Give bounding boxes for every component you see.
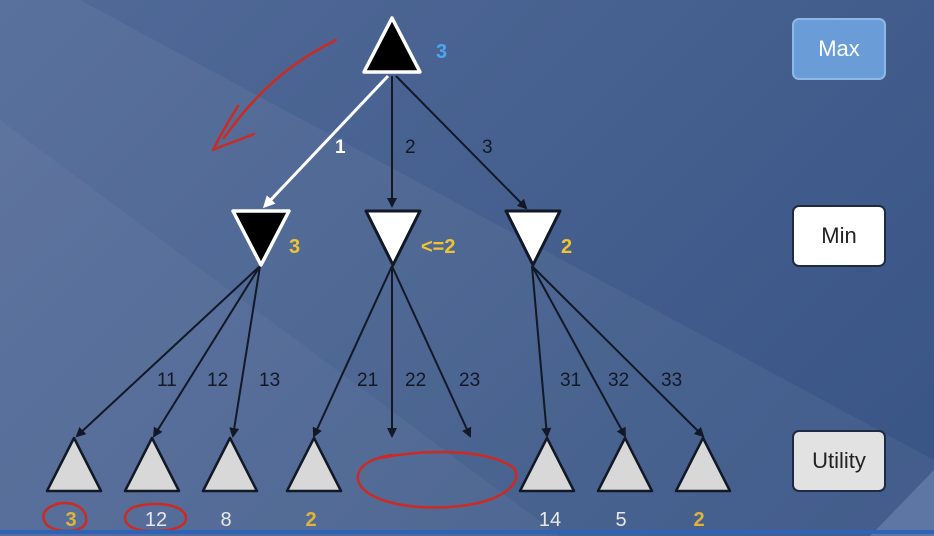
leaf-value-5: 14 <box>539 509 561 531</box>
edge-root-min3 <box>395 75 528 210</box>
leaf-node-4 <box>285 436 343 493</box>
bottom-border <box>0 530 934 534</box>
annotation-empty-circle <box>356 450 518 509</box>
leaf-node-5 <box>518 436 576 493</box>
annotation-arrow-head <box>211 104 256 152</box>
edge-label-32: 32 <box>608 370 629 391</box>
edge-label-1: 1 <box>335 137 346 158</box>
edge-32 <box>531 265 626 438</box>
leaf-node-7 <box>674 436 732 493</box>
min-node-2-value: <=2 <box>421 236 455 258</box>
edge-31 <box>531 265 552 438</box>
edge-12 <box>152 265 261 438</box>
edge-label-12: 12 <box>207 370 228 391</box>
leaf-value-6: 5 <box>615 509 626 531</box>
min-node-3 <box>504 209 562 267</box>
edge-13 <box>229 265 261 438</box>
edge-label-23: 23 <box>459 370 480 391</box>
min-node-1-value: 3 <box>289 236 300 258</box>
edge-label-31: 31 <box>560 370 581 391</box>
leaf-node-2 <box>123 436 181 493</box>
edge-root-min1 <box>262 74 390 209</box>
annotation-arrow-shaft <box>222 38 338 140</box>
min-node-2 <box>364 209 422 267</box>
leaf-value-2: 12 <box>145 509 167 531</box>
leaf-node-1 <box>45 436 103 493</box>
leaf-value-1: 3 <box>65 509 76 531</box>
root-value: 3 <box>436 41 447 63</box>
edge-label-21: 21 <box>357 370 378 391</box>
edge-label-22: 22 <box>405 370 426 391</box>
leaf-node-6 <box>596 436 654 493</box>
max-root-node <box>362 16 422 74</box>
leaf-node-3 <box>201 436 259 493</box>
edge-label-3: 3 <box>482 137 493 158</box>
leaf-value-4: 2 <box>305 509 316 531</box>
leaf-value-7: 2 <box>693 509 704 531</box>
edge-label-2: 2 <box>405 137 416 158</box>
annotation-circle-leaf-2 <box>123 502 188 533</box>
edge-label-33: 33 <box>661 370 682 391</box>
edge-23 <box>391 265 472 438</box>
min-node-1 <box>231 209 291 267</box>
leaf-value-3: 8 <box>220 509 231 531</box>
edge-21 <box>312 265 393 438</box>
edge-33 <box>531 265 705 438</box>
edge-11 <box>75 265 261 438</box>
legend-utility: Utility <box>792 430 886 492</box>
edge-label-13: 13 <box>259 370 280 391</box>
legend-max: Max <box>792 18 886 80</box>
min-node-3-value: 2 <box>561 236 572 258</box>
legend-min: Min <box>792 205 886 267</box>
edge-label-11: 11 <box>157 370 177 391</box>
